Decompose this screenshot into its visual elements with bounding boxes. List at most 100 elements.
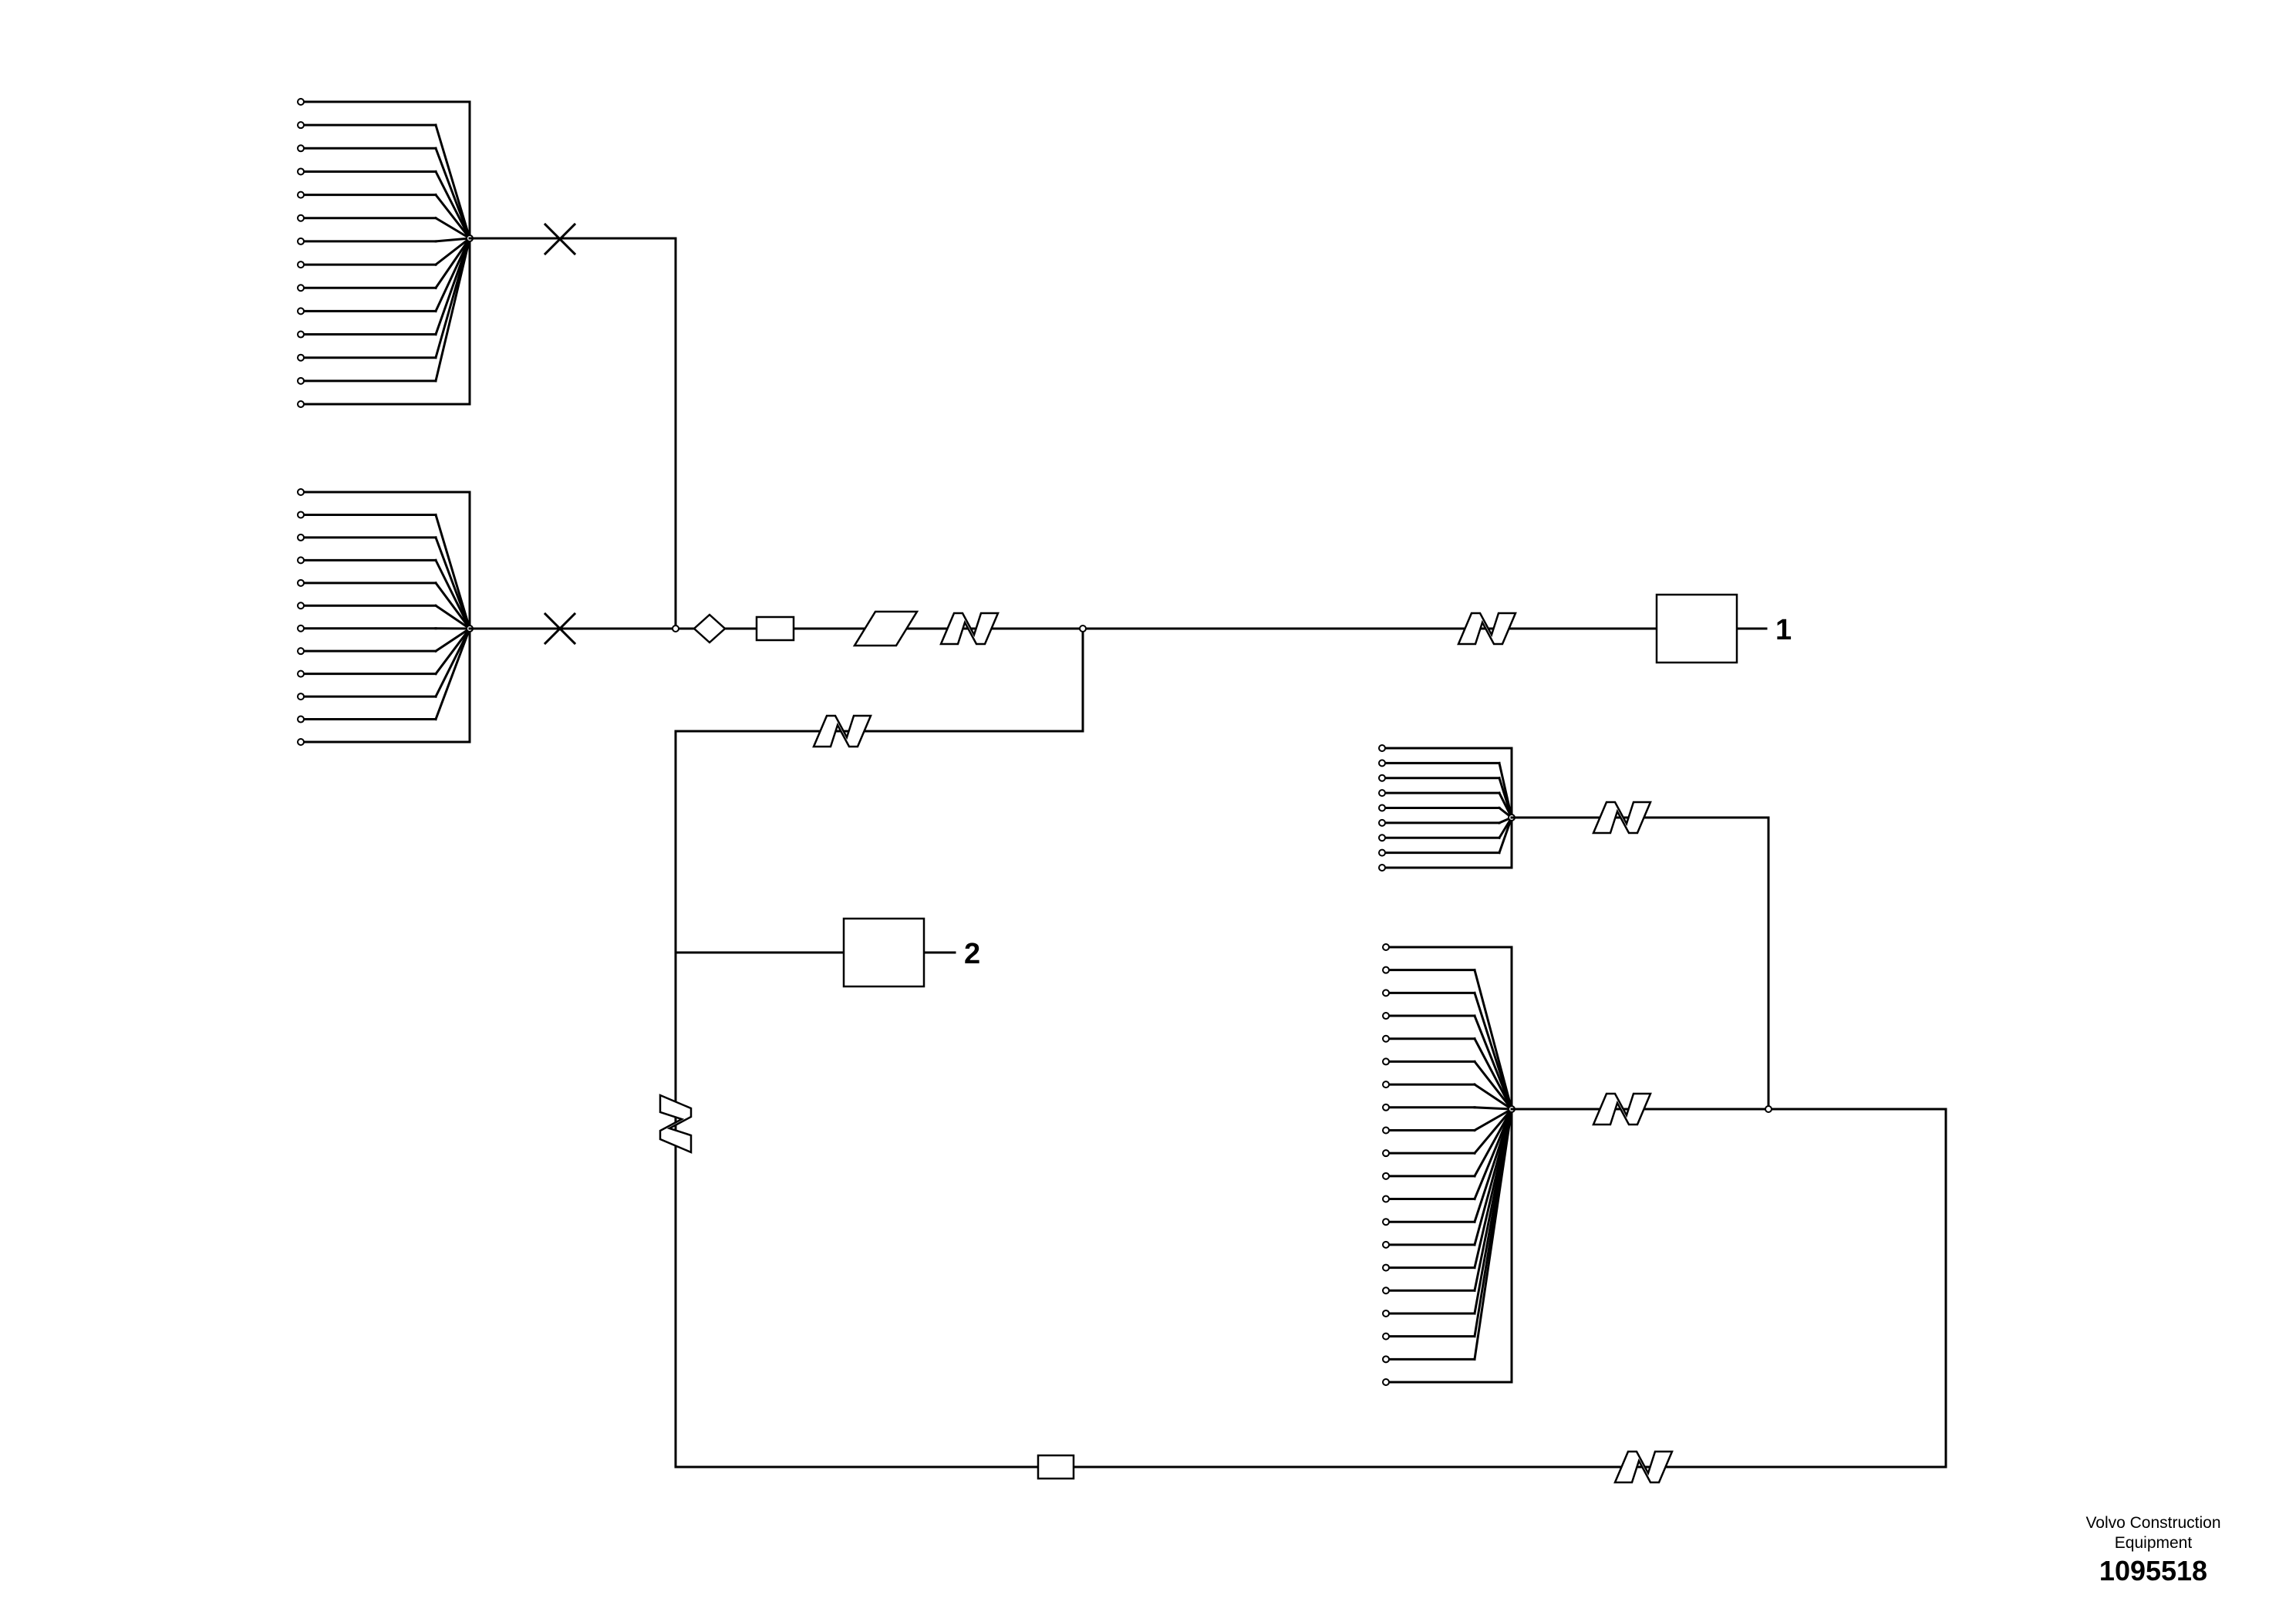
fan-wire — [1472, 1083, 1514, 1111]
pin-terminal — [1378, 804, 1386, 812]
fan-wire — [1473, 968, 1513, 1111]
pin-terminal — [1382, 1286, 1390, 1295]
junction-dot — [1079, 625, 1087, 632]
pin-terminal — [1378, 789, 1386, 798]
pin-terminal — [1382, 1103, 1390, 1111]
pin-terminal — [1378, 774, 1386, 782]
component-1-box[interactable] — [1655, 593, 1738, 664]
pin-terminal — [297, 144, 305, 153]
fan-wire — [433, 216, 472, 241]
fan-wire — [434, 123, 471, 240]
pin-terminal — [297, 693, 305, 701]
component-2-box[interactable] — [842, 917, 925, 988]
diamond-fuse-symbol — [693, 613, 727, 644]
fan-wire — [434, 513, 471, 630]
fan-wire — [1472, 1060, 1514, 1111]
pin-terminal — [297, 602, 305, 610]
fan-wire — [1472, 1107, 1514, 1178]
fan-wire — [433, 626, 472, 653]
pin-terminal — [1382, 1172, 1390, 1180]
fan-wire — [1473, 1108, 1513, 1201]
wire-break-symbol — [1457, 612, 1517, 646]
fan-wire — [433, 581, 472, 631]
fan-wire — [1473, 1014, 1513, 1111]
fan-wire — [434, 237, 471, 243]
wire-break-symbol — [1613, 1450, 1674, 1484]
fan-wire — [433, 170, 472, 241]
company-name: Volvo Construction Equipment — [2085, 1514, 2221, 1552]
connector-fan-right-large — [1382, 943, 1515, 1386]
connector-fan-top-left — [297, 98, 474, 408]
junction-dot — [672, 625, 679, 632]
pin-terminal — [1382, 1081, 1390, 1089]
cross-connector-top — [543, 222, 577, 256]
fan-wire — [1473, 1106, 1513, 1111]
pin-terminal — [1382, 1218, 1390, 1226]
parallelogram-symbol — [852, 610, 919, 647]
inline-connector-bottom — [1037, 1454, 1075, 1480]
pin-terminal — [297, 376, 305, 385]
callout-2-label: 2 — [964, 938, 980, 970]
pin-terminal — [297, 353, 305, 362]
fan-wire — [1472, 1107, 1514, 1132]
pin-terminal — [297, 738, 305, 746]
pin-terminal — [297, 121, 305, 130]
pin-terminal — [297, 98, 305, 106]
fan-wire — [433, 236, 472, 267]
cross-connector-lower — [543, 612, 577, 646]
wire-break-symbol — [812, 714, 872, 748]
pin-terminal — [1382, 1012, 1390, 1020]
pin-terminal — [297, 214, 305, 222]
pin-terminal — [1382, 1034, 1390, 1043]
pin-terminal — [1382, 1355, 1390, 1364]
pin-terminal — [1382, 1378, 1390, 1386]
fan-wire — [1497, 791, 1514, 820]
pin-terminal — [1378, 744, 1386, 752]
fan-wire — [434, 535, 471, 630]
pin-terminal — [1382, 1126, 1390, 1135]
fan-wire — [1472, 1037, 1514, 1111]
fan-wire — [433, 193, 472, 241]
inline-connector — [755, 615, 795, 642]
pin-terminal — [297, 511, 305, 519]
connector-fans — [297, 98, 1515, 1386]
wire-break-symbol — [1592, 1092, 1652, 1126]
pin-terminal — [1378, 864, 1386, 872]
pin-terminal — [1378, 848, 1386, 857]
fan-wire — [434, 237, 471, 383]
pin-terminal — [297, 556, 305, 565]
pin-terminal — [297, 715, 305, 723]
pin-terminal — [297, 533, 305, 541]
pin-terminal — [1382, 1332, 1390, 1340]
fan-wire — [434, 627, 471, 721]
pin-terminal — [297, 191, 305, 199]
pin-terminal — [297, 624, 305, 632]
pin-terminal — [1382, 1309, 1390, 1317]
pin-terminal — [1382, 1240, 1390, 1249]
pin-terminal — [297, 669, 305, 678]
pin-terminal — [297, 330, 305, 339]
fan-wire — [433, 626, 472, 699]
pin-terminal — [1378, 759, 1386, 767]
fan-wire — [1472, 1107, 1514, 1155]
fan-wire — [1473, 1108, 1513, 1361]
junction-dot — [1765, 1105, 1772, 1113]
drawing-number: 1095518 — [2099, 1555, 2208, 1587]
fan-wire — [434, 147, 471, 240]
callout-1-label: 1 — [1775, 614, 1792, 646]
pin-terminal — [297, 578, 305, 587]
pin-terminal — [1382, 966, 1390, 974]
pin-terminal — [297, 647, 305, 656]
pin-terminal — [297, 307, 305, 315]
wire-break-symbol — [939, 612, 1000, 646]
fan-wire — [1498, 816, 1513, 855]
fan-wire — [433, 604, 472, 631]
pin-terminal — [1382, 1195, 1390, 1203]
pin-terminal — [1378, 818, 1386, 827]
fan-wire — [1473, 991, 1513, 1111]
fan-wire — [433, 626, 472, 676]
wire-break-symbol — [659, 1094, 693, 1154]
wire-break-symbols — [659, 612, 1674, 1484]
pin-terminal — [297, 488, 305, 496]
